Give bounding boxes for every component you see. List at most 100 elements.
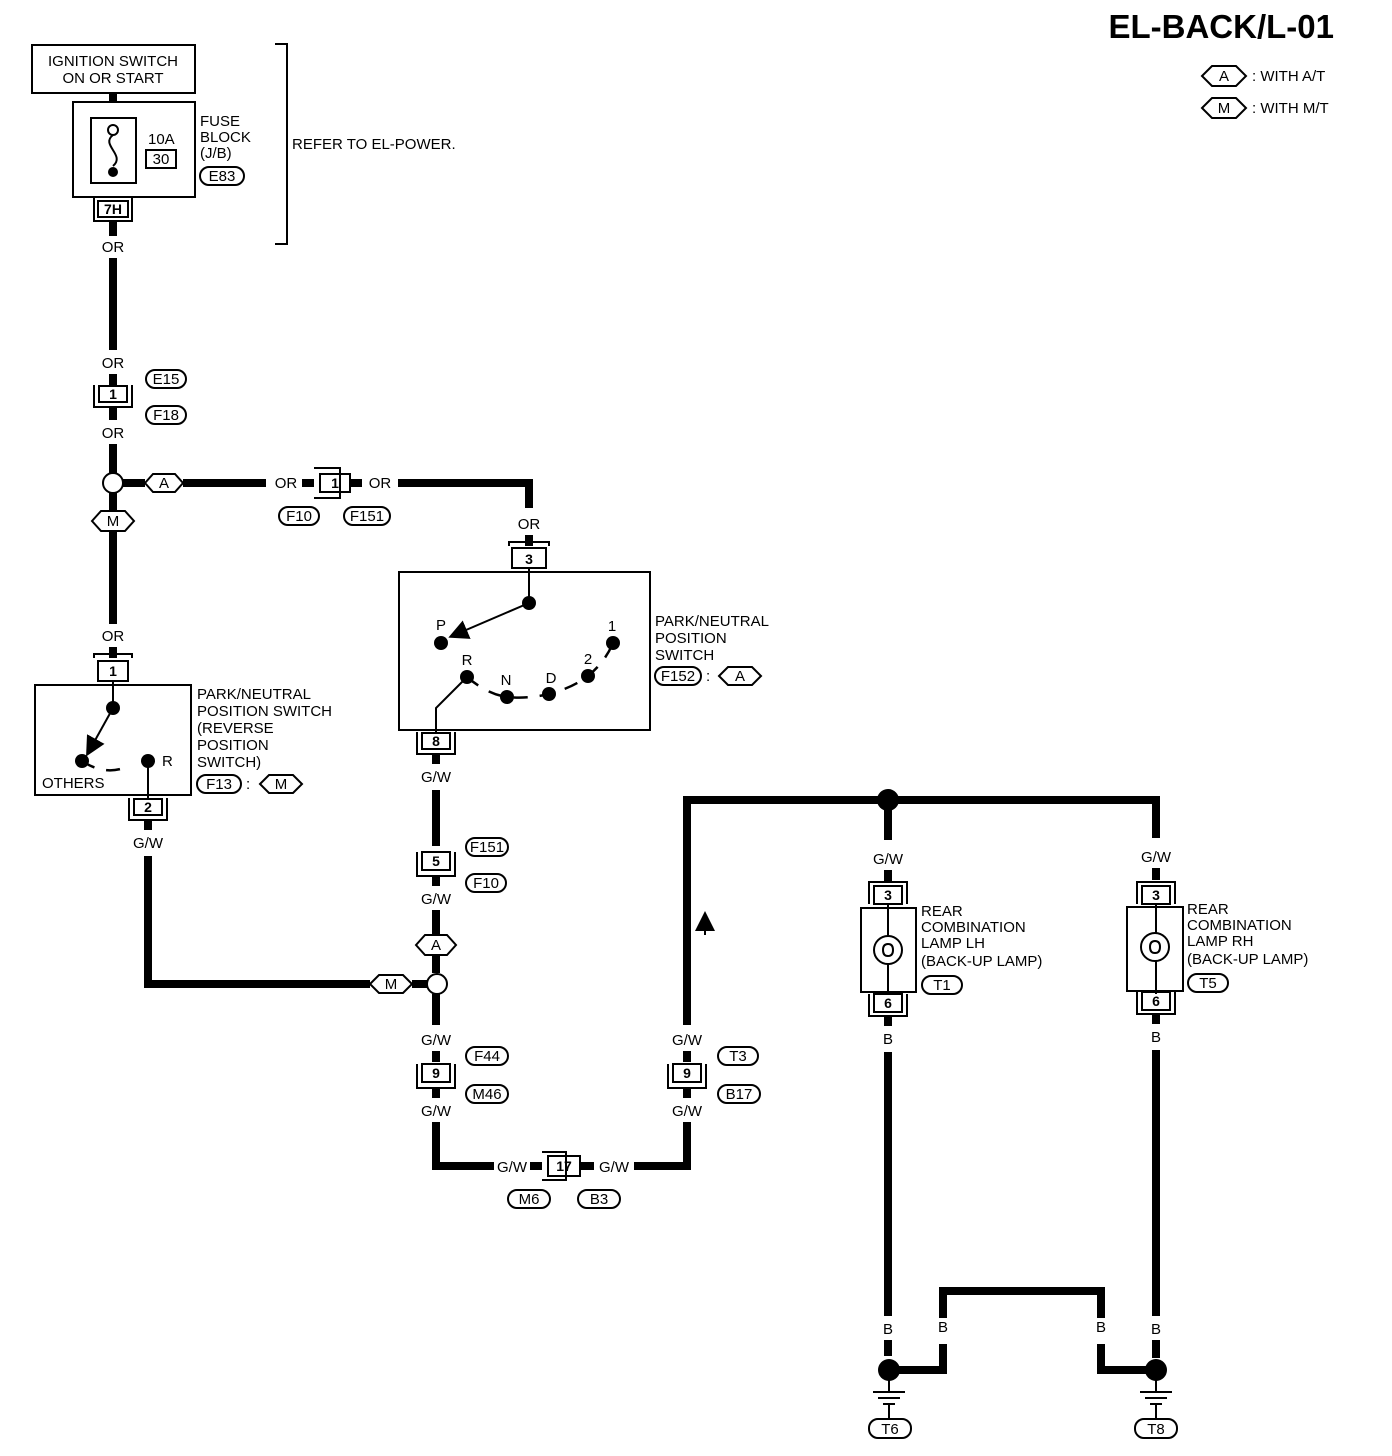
svg-text:6: 6 xyxy=(1152,993,1160,1009)
wire-color-gw: G/W xyxy=(497,1159,528,1176)
svg-text:A: A xyxy=(735,668,745,685)
wire-color-or: OR xyxy=(369,475,392,492)
bulb-icon xyxy=(873,935,903,965)
svg-text:M: M xyxy=(107,513,120,530)
wire-color-gw: G/W xyxy=(672,1103,703,1120)
wire-color-gw: G/W xyxy=(421,1103,452,1120)
svg-text:M6: M6 xyxy=(519,1191,540,1208)
svg-text:17: 17 xyxy=(556,1158,572,1174)
mt-switch-label: PARK/NEUTRAL POSITION SWITCH (REVERSE PO… xyxy=(196,686,332,794)
svg-text:A: A xyxy=(159,475,169,492)
svg-text:3: 3 xyxy=(1152,887,1160,903)
svg-text:F44: F44 xyxy=(474,1048,500,1065)
ground-icon: T8 xyxy=(1134,1380,1178,1439)
svg-text:E15: E15 xyxy=(153,371,180,388)
svg-text:9: 9 xyxy=(432,1065,440,1081)
svg-text:R: R xyxy=(462,652,473,669)
svg-text:OTHERS: OTHERS xyxy=(42,775,105,792)
splice-point xyxy=(426,973,448,995)
wire-color-or: OR xyxy=(102,355,125,372)
svg-text:3: 3 xyxy=(525,551,533,567)
svg-text:M: M xyxy=(275,776,288,793)
svg-text:R: R xyxy=(162,753,173,770)
variant-mt-badge: M xyxy=(368,974,414,994)
wire-color-gw: G/W xyxy=(873,851,904,868)
wire-color-gw: G/W xyxy=(599,1159,630,1176)
wire-color-b: B xyxy=(1096,1319,1106,1336)
ground-junction xyxy=(1145,1359,1167,1381)
rear-combination-lamp-rh: 3 6 xyxy=(1126,881,1184,1015)
at-switch-label: PARK/NEUTRAL POSITION SWITCH F152 : A xyxy=(654,613,769,686)
legend-mt-code: M xyxy=(1218,100,1231,117)
svg-text:LAMP RH: LAMP RH xyxy=(1187,933,1253,950)
svg-text:REAR: REAR xyxy=(1187,901,1229,918)
connector-t8: T8 xyxy=(1147,1421,1165,1438)
svg-text:A: A xyxy=(431,937,441,954)
wire-color-b: B xyxy=(938,1319,948,1336)
fuse-pin-7h: 7H xyxy=(93,197,133,222)
svg-text:F13: F13 xyxy=(206,776,232,793)
svg-text:2: 2 xyxy=(584,651,592,668)
wire-color-b: B xyxy=(1151,1321,1161,1338)
wire-color-or: OR xyxy=(102,425,125,442)
legend-mt-text: : WITH M/T xyxy=(1252,100,1329,117)
svg-text:T3: T3 xyxy=(729,1048,747,1065)
svg-text:REAR: REAR xyxy=(921,903,963,920)
ignition-switch-box: IGNITION SWITCH ON OR START xyxy=(31,44,196,94)
svg-text:SWITCH: SWITCH xyxy=(655,647,714,664)
connector-9-t3-b17: 9 T3 B17 xyxy=(667,1046,761,1104)
svg-text:PARK/NEUTRAL: PARK/NEUTRAL xyxy=(655,613,769,630)
svg-text:(BACK-UP LAMP): (BACK-UP LAMP) xyxy=(1187,951,1308,968)
svg-text::: : xyxy=(706,668,710,685)
svg-text:5: 5 xyxy=(432,853,440,869)
ground-junction xyxy=(878,1359,900,1381)
connector-t6: T6 xyxy=(881,1421,899,1438)
lamp-rh-label: REAR COMBINATION LAMP RH (BACK-UP LAMP) … xyxy=(1187,901,1308,993)
svg-text:B17: B17 xyxy=(726,1086,753,1103)
wire-color-or: OR xyxy=(102,239,125,256)
legend-at-text: : WITH A/T xyxy=(1252,68,1325,85)
variant-at-badge: A xyxy=(143,473,185,493)
bulb-icon xyxy=(1140,932,1170,962)
svg-text:2: 2 xyxy=(144,799,152,815)
connector-9-f44-m46: 9 F44 M46 xyxy=(416,1046,509,1104)
svg-text:IGNITION SWITCH: IGNITION SWITCH xyxy=(48,53,178,70)
svg-text:(J/B): (J/B) xyxy=(200,145,232,162)
svg-text:D: D xyxy=(546,670,557,687)
svg-text:BLOCK: BLOCK xyxy=(200,129,251,146)
svg-text:1: 1 xyxy=(331,475,339,491)
svg-text:T1: T1 xyxy=(933,977,951,994)
variant-at-badge: A xyxy=(414,934,458,956)
lamp-lh-label: REAR COMBINATION LAMP LH (BACK-UP LAMP) … xyxy=(921,903,1042,995)
svg-text:8: 8 xyxy=(432,733,440,749)
legend-at: A : WITH A/T xyxy=(1200,65,1325,87)
splice-point xyxy=(102,472,124,494)
wire-color-gw: G/W xyxy=(421,769,452,786)
wire-color-or: OR xyxy=(275,475,298,492)
svg-text:FUSE: FUSE xyxy=(200,113,240,130)
mt-park-neutral-switch: 1 OTHERS R 2 xyxy=(34,653,192,821)
wire-color-b: B xyxy=(883,1321,893,1338)
svg-text:9: 9 xyxy=(683,1065,691,1081)
ground-icon: T6 xyxy=(868,1380,912,1439)
wire-color-gw: G/W xyxy=(133,835,164,852)
refer-bracket: REFER TO EL-POWER. xyxy=(275,43,456,245)
connector-e83: E83 xyxy=(209,168,236,185)
svg-text:SWITCH): SWITCH) xyxy=(197,754,261,771)
legend-mt: M : WITH M/T xyxy=(1200,97,1329,119)
svg-text:1: 1 xyxy=(109,663,117,679)
svg-text:1: 1 xyxy=(608,618,616,635)
wire-color-gw: G/W xyxy=(421,891,452,908)
junction-point xyxy=(877,789,899,811)
variant-mt-badge: M xyxy=(90,510,136,532)
connector-1-f10-f151: 1 F10 F151 xyxy=(278,467,391,526)
svg-text:F151: F151 xyxy=(470,839,504,856)
fuse-block-label: FUSE BLOCK (J/B) E83 xyxy=(199,113,251,186)
rear-combination-lamp-lh: 3 6 xyxy=(860,881,917,1017)
svg-text:M46: M46 xyxy=(472,1086,501,1103)
fuse-number: 30 xyxy=(153,151,170,168)
wire-color-or: OR xyxy=(518,516,541,533)
wire-color-gw: G/W xyxy=(1141,849,1172,866)
wire-color-gw: G/W xyxy=(421,1032,452,1049)
